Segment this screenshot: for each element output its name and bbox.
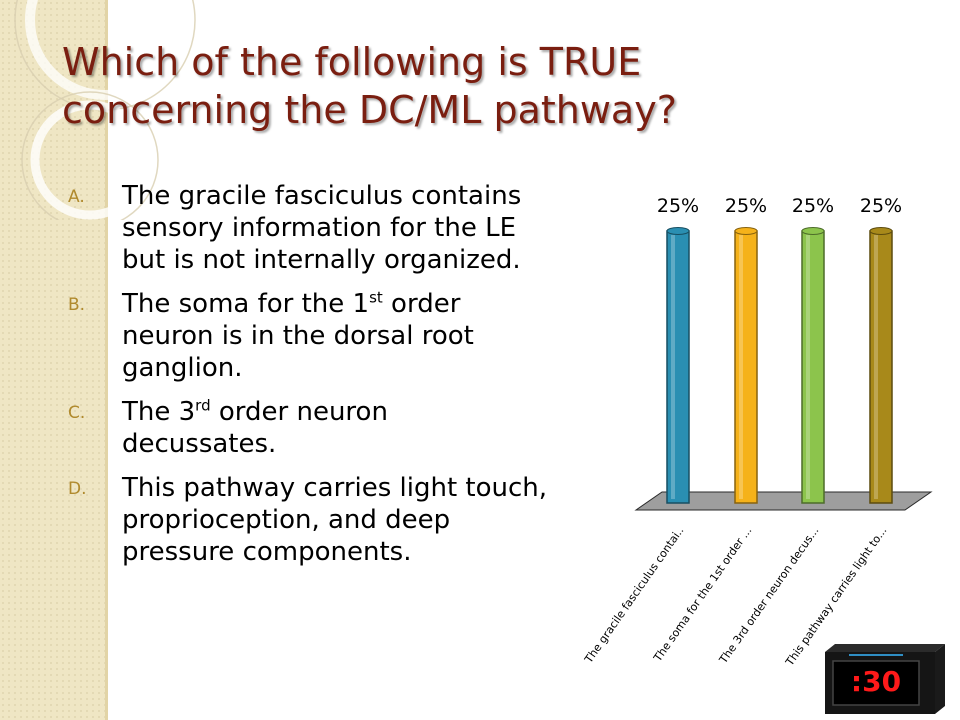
chart-bar-highlight xyxy=(671,235,675,499)
chart-bar xyxy=(801,230,825,504)
timer-label: :30 xyxy=(850,665,902,698)
option-b: B. The soma for the 1st order neuron is … xyxy=(68,288,548,384)
answer-options: A. The gracile fasciculus contains senso… xyxy=(68,180,548,580)
chart-bar-top xyxy=(734,227,758,235)
chart-value-label: 25% xyxy=(725,195,767,217)
option-d: D. This pathway carries light touch, pro… xyxy=(68,472,548,568)
option-letter: B. xyxy=(68,295,86,315)
option-letter: D. xyxy=(68,479,87,499)
option-a: A. The gracile fasciculus contains senso… xyxy=(68,180,548,276)
option-text: The 3rd order neuron decussates. xyxy=(122,396,388,459)
chart-value-label: 25% xyxy=(657,195,699,217)
chart-bar-top xyxy=(869,227,893,235)
option-c: C. The 3rd order neuron decussates. xyxy=(68,396,548,460)
question-title: Which of the following is TRUE concernin… xyxy=(62,40,677,132)
option-text: The soma for the 1st order neuron is in … xyxy=(122,288,474,383)
option-letter: C. xyxy=(68,403,86,423)
chart-floor xyxy=(634,491,933,511)
chart-bar-top xyxy=(801,227,825,235)
chart-bar xyxy=(734,230,758,504)
option-letter: A. xyxy=(68,187,85,207)
chart-bar xyxy=(666,230,690,504)
chart-bar-highlight xyxy=(874,235,878,499)
chart-bar-highlight xyxy=(739,235,743,499)
option-text: This pathway carries light touch, propri… xyxy=(122,473,548,567)
chart-value-label: 25% xyxy=(792,195,834,217)
chart-bar-top xyxy=(666,227,690,235)
chart-value-label: 25% xyxy=(860,195,902,217)
countdown-timer xyxy=(825,644,945,714)
chart-bar-highlight xyxy=(806,235,810,499)
option-text: The gracile fasciculus contains sensory … xyxy=(122,181,522,275)
chart-bar xyxy=(869,230,893,504)
